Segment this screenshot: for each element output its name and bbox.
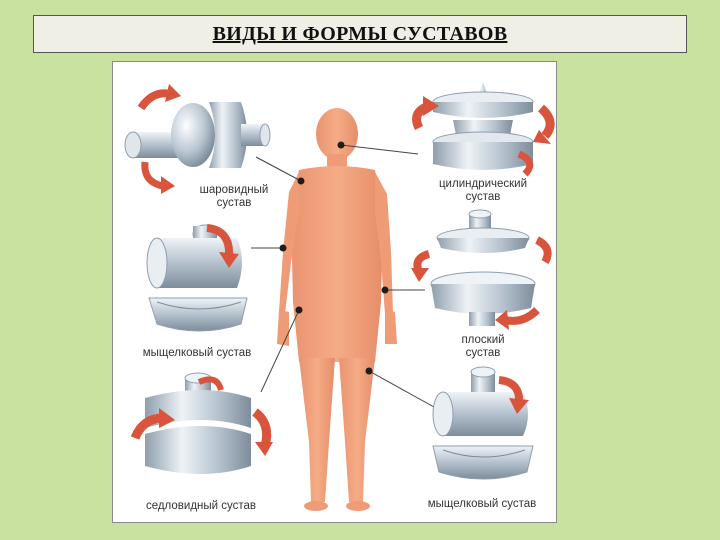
joints-illustration: [124, 82, 555, 511]
label-ball-joint: шаровидный сустав: [179, 184, 289, 210]
label-flat-joint: плоский сустав: [443, 334, 523, 360]
cylindrical-joint-model: [412, 82, 555, 177]
label-cylindrical-joint: цилиндрический сустав: [418, 178, 548, 204]
wrist-joint-dot: [381, 286, 389, 294]
human-body-figure: [277, 108, 397, 511]
shoulder-joint-dot: [297, 177, 305, 185]
label-flat-line2: сустав: [465, 347, 501, 359]
label-flat-line1: плоский: [461, 334, 505, 346]
diagram-panel: шаровидный сустав цилиндрический сустав …: [112, 61, 557, 523]
label-ball-line2: сустав: [216, 197, 252, 209]
label-condylar-left: мыщелковый сустав: [142, 347, 252, 359]
label-saddle-joint: седловидный сустав: [145, 500, 257, 512]
label-ball-line1: шаровидный: [199, 184, 269, 196]
condylar-joint-left-model: [146, 224, 248, 332]
label-condylar-right: мыщелковый сустав: [427, 498, 537, 510]
ball-joint-model: [124, 84, 271, 194]
saddle-joint-model: [130, 372, 273, 474]
leader-lines: [251, 144, 444, 413]
label-cyl-line1: цилиндрический: [438, 178, 528, 190]
label-cyl-line2: сустав: [465, 191, 501, 203]
knee-joint-dot: [365, 367, 373, 375]
page-title: ВИДЫ И ФОРМЫ СУСТАВОВ: [212, 22, 508, 45]
title-bar: ВИДЫ И ФОРМЫ СУСТАВОВ: [33, 15, 687, 53]
hand-joint-dot: [295, 306, 303, 314]
neck-joint-dot: [337, 141, 345, 149]
flat-joint-model: [411, 209, 552, 330]
joint-markers: [279, 141, 389, 375]
elbow-joint-dot: [279, 244, 287, 252]
condylar-joint-right-model: [432, 366, 534, 480]
